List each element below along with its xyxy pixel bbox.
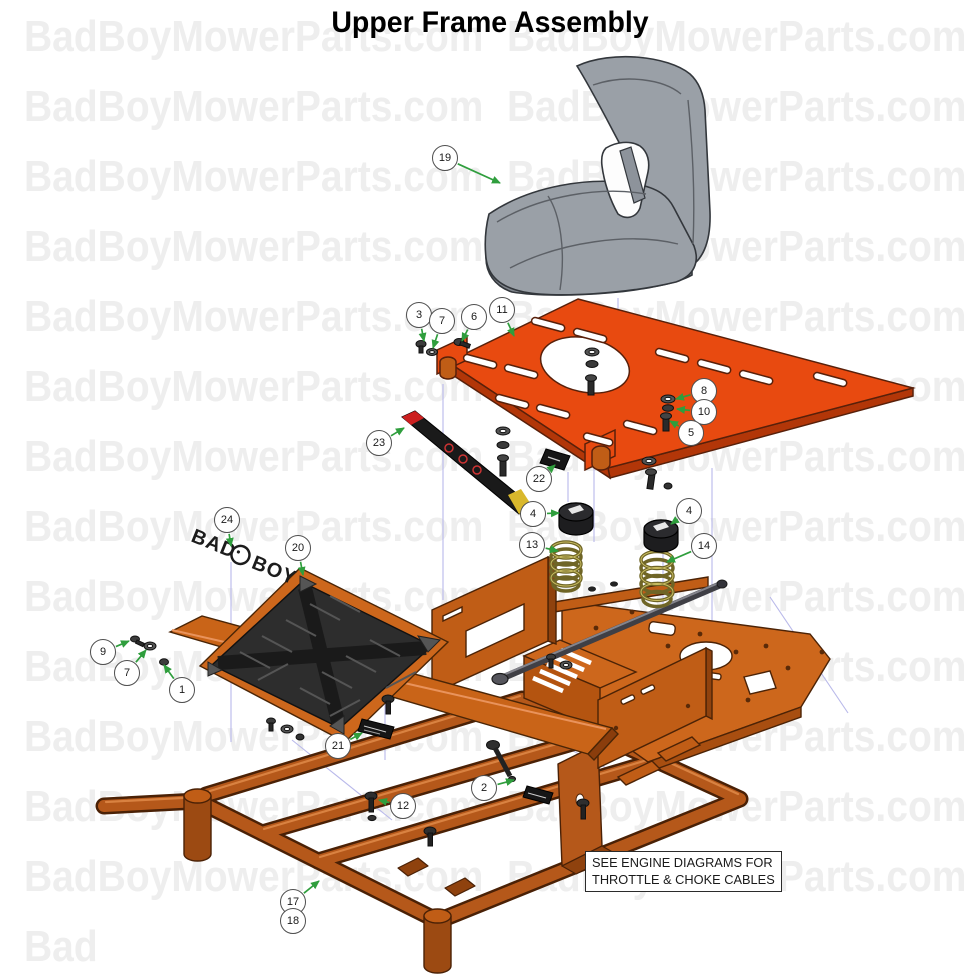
decal-23: [401, 410, 533, 515]
svg-text:BOY: BOY: [249, 552, 300, 590]
hardware: [130, 338, 676, 847]
rubber-bumper-left: [558, 502, 594, 536]
rubber-bumper-right: [643, 519, 679, 553]
engine-note-line2: THROTTLE & CHOKE CABLES: [592, 871, 775, 887]
badboy-logo: BAD BOY: [188, 525, 300, 590]
upper-frame: [431, 555, 831, 786]
decal-22: [539, 448, 571, 471]
decal-21: [357, 718, 395, 740]
spring-13: [549, 540, 583, 593]
seat: [484, 55, 711, 296]
seat-plate: [436, 298, 916, 480]
decal-warning: [522, 785, 554, 805]
torsion-rod: [491, 579, 728, 686]
engine-note-line1: SEE ENGINE DIAGRAMS FOR: [592, 855, 773, 870]
engine-note-box: SEE ENGINE DIAGRAMS FOR THROTTLE & CHOKE…: [585, 851, 782, 893]
spring-14: [639, 549, 675, 609]
page-title: Upper Frame Assembly: [331, 6, 649, 39]
